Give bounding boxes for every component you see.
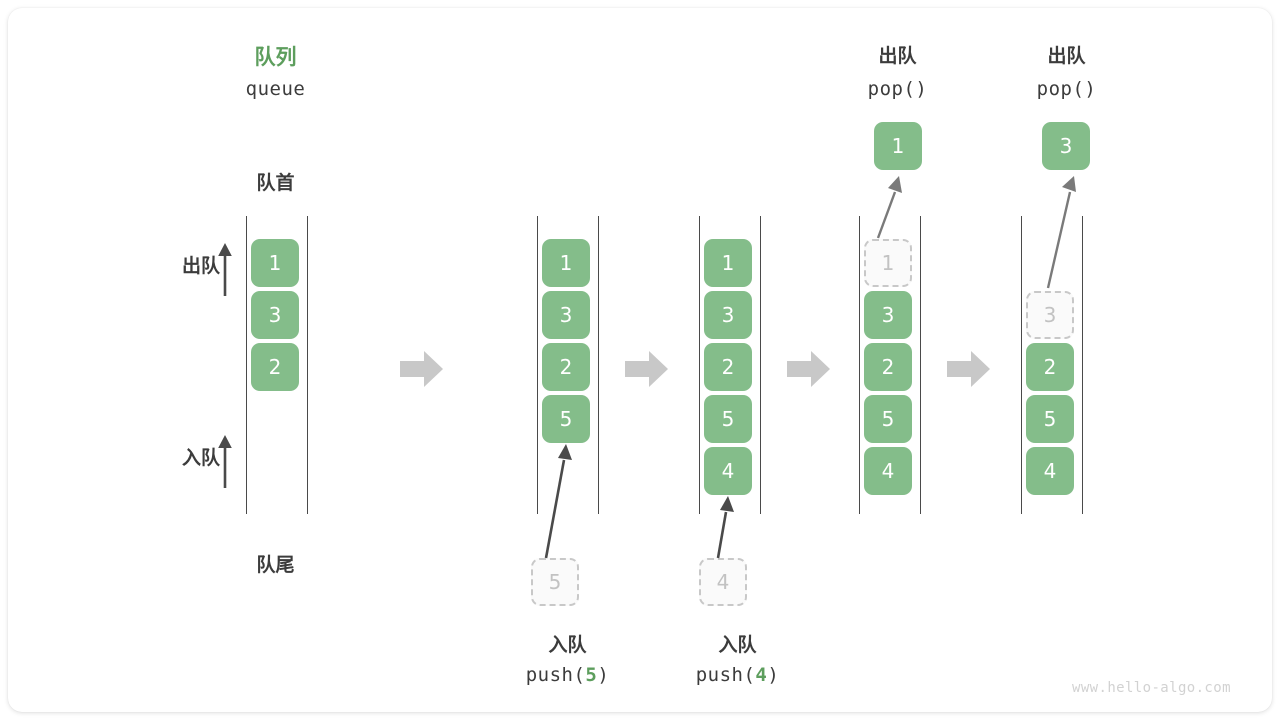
caption-code-pop1: pop() [867, 78, 928, 100]
enqueue-flow-arrow-icon [716, 496, 734, 559]
front-label: 队首 [256, 172, 295, 194]
rail-right-col2 [598, 216, 599, 514]
rail-left-col1 [246, 216, 247, 514]
step-arrow-icon [947, 351, 990, 387]
caption-cn-pop3: 出队 [1047, 45, 1086, 67]
queue-node: 4 [704, 447, 752, 495]
queue-node: 3 [864, 291, 912, 339]
popped-node: 1 [874, 122, 922, 170]
watermark: www.hello-algo.com [1072, 680, 1231, 696]
caption-cn-pop1: 出队 [878, 45, 917, 67]
rail-left-col5 [1021, 216, 1022, 514]
code-suffix: ) [597, 664, 610, 686]
diagram-title-en: queue [245, 78, 306, 100]
rail-right-col1 [307, 216, 308, 514]
rail-left-col2 [537, 216, 538, 514]
queue-node: 5 [1026, 395, 1074, 443]
step-arrow-icon [625, 351, 668, 387]
code-prefix: push( [695, 664, 756, 686]
rail-left-col4 [859, 216, 860, 514]
rail-right-col5 [1082, 216, 1083, 514]
caption-code-pop3: pop() [1036, 78, 1097, 100]
rail-right-col3 [760, 216, 761, 514]
queue-node: 2 [542, 343, 590, 391]
queue-node: 3 [704, 291, 752, 339]
code-arg: 5 [585, 664, 598, 686]
queue-node-ghost: 1 [864, 239, 912, 287]
popped-node: 3 [1042, 122, 1090, 170]
step-arrow-icon [787, 351, 830, 387]
queue-node: 4 [1026, 447, 1074, 495]
incoming-node-ghost: 4 [699, 558, 747, 606]
rail-right-col4 [920, 216, 921, 514]
queue-node: 1 [542, 239, 590, 287]
queue-node: 2 [1026, 343, 1074, 391]
queue-node: 2 [864, 343, 912, 391]
incoming-node-ghost: 5 [531, 558, 579, 606]
rear-label: 队尾 [256, 554, 295, 576]
caption-code-push5: push(5) [500, 664, 635, 686]
rail-left-col3 [699, 216, 700, 514]
dequeue-flow-arrow-icon [1046, 176, 1076, 289]
dequeue-label: 出队 [181, 255, 220, 277]
queue-node: 5 [704, 395, 752, 443]
dequeue-flow-arrow-icon [876, 176, 902, 239]
caption-code-push4: push(4) [670, 664, 805, 686]
queue-node: 5 [864, 395, 912, 443]
queue-node-ghost: 3 [1026, 291, 1074, 339]
diagram-title-cn: 队列 [254, 45, 297, 69]
diagram-card: 队列 queue 队首 队尾 出队 入队 1 3 2 1 3 2 5 [8, 8, 1272, 712]
caption-cn-push5: 入队 [548, 634, 587, 656]
queue-node: 2 [704, 343, 752, 391]
code-arg: 4 [755, 664, 768, 686]
queue-node: 4 [864, 447, 912, 495]
queue-node: 1 [251, 239, 299, 287]
queue-node: 5 [542, 395, 590, 443]
diagram-stage: 队列 queue 队首 队尾 出队 入队 1 3 2 1 3 2 5 [8, 8, 1272, 712]
enqueue-label: 入队 [181, 447, 220, 469]
queue-node: 3 [542, 291, 590, 339]
step-arrow-icon [400, 351, 443, 387]
enqueue-arrow-icon [218, 435, 232, 488]
enqueue-flow-arrow-icon [544, 444, 572, 559]
code-suffix: ) [767, 664, 780, 686]
queue-node: 1 [704, 239, 752, 287]
queue-node: 3 [251, 291, 299, 339]
dequeue-arrow-icon [218, 243, 232, 296]
queue-node: 2 [251, 343, 299, 391]
code-prefix: push( [525, 664, 586, 686]
caption-cn-push4: 入队 [718, 634, 757, 656]
